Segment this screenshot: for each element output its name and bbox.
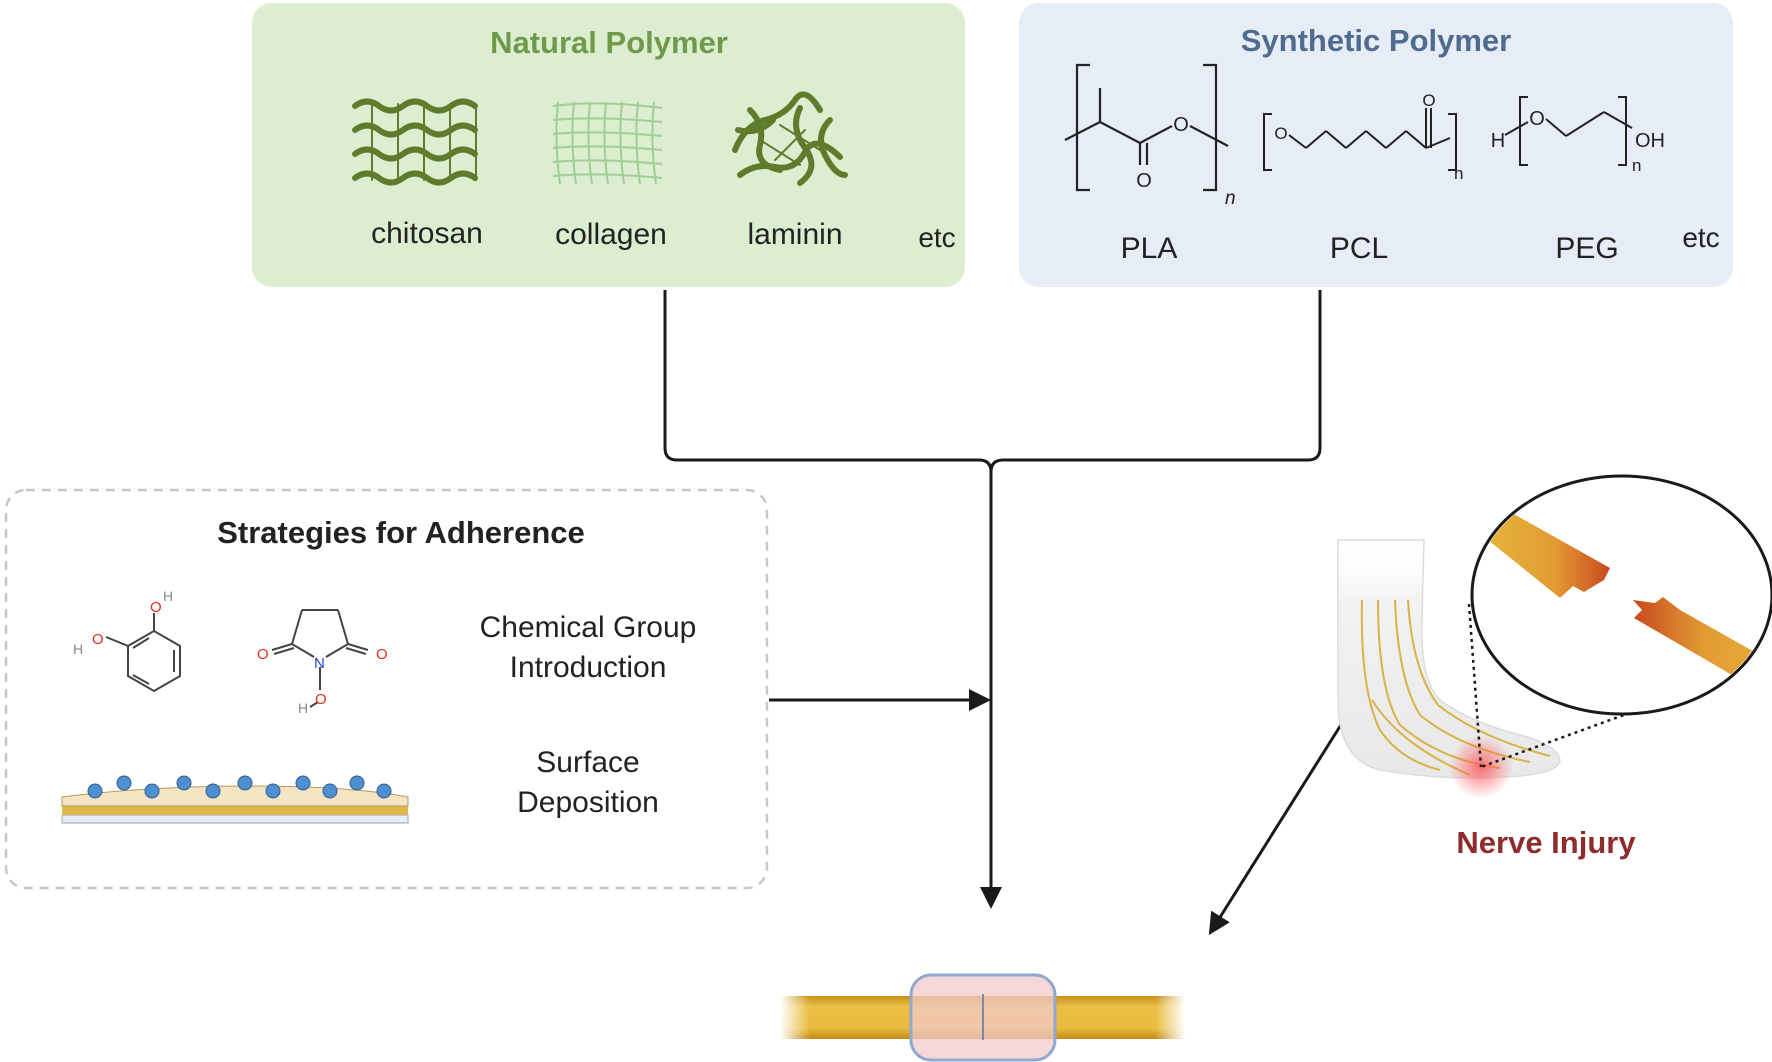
chemical-group-label-line2: Introduction xyxy=(510,651,667,684)
laminin-label: laminin xyxy=(747,218,842,251)
nhs-nitrogen: N xyxy=(314,655,325,672)
pcl-label: PCL xyxy=(1330,232,1388,265)
nhs-oxygen-bottom: O xyxy=(315,691,327,708)
peg-subscript-n: n xyxy=(1632,156,1641,175)
pla-structure xyxy=(1064,63,1229,192)
repaired-nerve xyxy=(780,973,1185,1062)
nerve-injury-label: Nerve Injury xyxy=(1456,825,1636,860)
pla-oxygen-2: O xyxy=(1136,170,1152,192)
surface-deposition-label-line1: Surface xyxy=(536,746,639,779)
pla-subscript-n: n xyxy=(1225,188,1236,209)
peg-oxygen: O xyxy=(1529,108,1545,130)
surface-deposition-icon xyxy=(61,775,409,824)
adherence-title: Strategies for Adherence xyxy=(217,515,585,550)
nhs-oxygen-left: O xyxy=(257,646,269,663)
catechol-molecule-icon xyxy=(105,613,181,693)
catechol-oxygen-1: O xyxy=(150,599,162,616)
chemical-group-label-line1: Chemical Group xyxy=(480,611,697,644)
pcl-oxygen-2: O xyxy=(1422,91,1435,110)
adherence-panel: Strategies for Adherence O H O H xyxy=(4,488,769,890)
peg-structure xyxy=(1504,96,1633,166)
peg-hydrogen: H xyxy=(1491,130,1505,152)
nhs-oxygen-right: O xyxy=(376,646,388,663)
natural-polymer-title: Natural Polymer xyxy=(490,25,728,60)
collagen-icon xyxy=(552,101,663,185)
nerve-stump-proximal xyxy=(1488,513,1610,598)
nhs-hydrogen: H xyxy=(298,700,308,716)
nerve-injury-illustration: Nerve Injury xyxy=(1337,474,1772,860)
chitosan-icon xyxy=(352,98,478,186)
laminin-icon xyxy=(732,91,848,186)
pcl-oxygen-1: O xyxy=(1274,124,1287,143)
catechol-hydrogen-1: H xyxy=(163,588,173,604)
catechol-oxygen-2: O xyxy=(92,631,104,648)
adherence-panel-border xyxy=(4,488,769,890)
synthetic-polymer-title: Synthetic Polymer xyxy=(1241,23,1511,58)
zoom-circle xyxy=(1470,474,1772,716)
natural-etc-label: etc xyxy=(918,222,955,253)
merge-connector xyxy=(663,290,1322,473)
catechol-hydrogen-2: H xyxy=(73,641,83,657)
peg-hydroxyl: OH xyxy=(1635,130,1665,152)
collagen-label: collagen xyxy=(555,218,667,251)
nhs-molecule-icon xyxy=(271,609,369,708)
pla-label: PLA xyxy=(1121,232,1178,265)
pla-oxygen-1: O xyxy=(1173,114,1189,136)
surface-deposition-label-line2: Deposition xyxy=(517,786,659,819)
pcl-structure xyxy=(1263,108,1457,171)
natural-polymer-panel: Natural Polymer xyxy=(252,3,965,287)
chitosan-label: chitosan xyxy=(371,217,483,250)
natural-polymer-background xyxy=(252,3,965,287)
synthetic-polymer-background xyxy=(1019,3,1733,287)
injury-arrow xyxy=(1208,719,1346,936)
pcl-subscript-n: n xyxy=(1454,164,1463,183)
peg-label: PEG xyxy=(1555,232,1618,265)
synthetic-polymer-panel: Synthetic Polymer O O n xyxy=(1019,3,1733,287)
synthetic-etc-label: etc xyxy=(1682,222,1719,253)
